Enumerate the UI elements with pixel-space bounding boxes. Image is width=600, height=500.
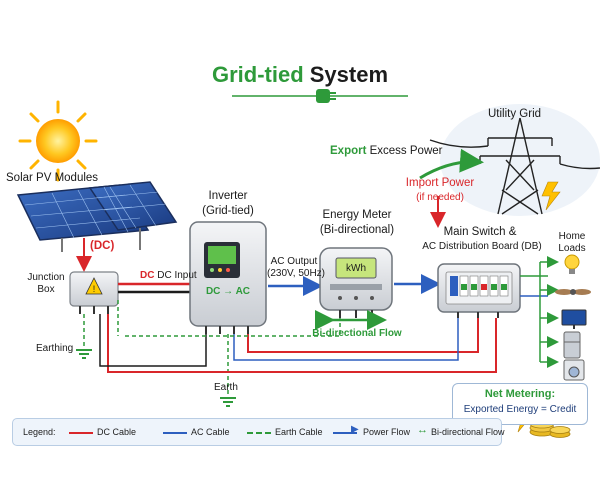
legend: Legend: DC Cable AC Cable Earth Cable ▶ … bbox=[12, 418, 505, 446]
return-cables bbox=[99, 314, 497, 373]
bidirectional-flow-label: Bi-directional Flow bbox=[312, 328, 402, 339]
lightning-icon bbox=[541, 181, 561, 211]
inverter-unit bbox=[189, 221, 267, 334]
earth-label: Earth bbox=[214, 382, 238, 393]
dc-tag-label: (DC) bbox=[90, 240, 115, 252]
energy-meter-unit bbox=[319, 247, 393, 318]
db-sublabel: AC Distribution Board (DB) bbox=[422, 241, 542, 252]
utility-tower-icon bbox=[429, 104, 600, 216]
legend-bidirectional-label: Bi-directional Flow bbox=[431, 427, 505, 437]
dc-cable bbox=[118, 282, 190, 294]
ceiling-fan-icon bbox=[555, 289, 591, 295]
net-metering-title: Net Metering: bbox=[484, 388, 556, 400]
legend-bidirectional-icon: ↔ bbox=[417, 424, 428, 436]
inverter-label: Inverter bbox=[208, 190, 248, 202]
legend-arrow-icon: ▶ bbox=[351, 424, 359, 435]
sun-icon bbox=[18, 100, 98, 182]
legend-dc-swatch bbox=[69, 432, 93, 434]
legend-ac-swatch bbox=[163, 432, 187, 434]
utility-grid-label: Utility Grid bbox=[488, 108, 542, 120]
export-label: Export Excess Power bbox=[330, 145, 443, 157]
energy-meter-sublabel: (Bi-directional) bbox=[319, 224, 395, 236]
legend-dc-label: DC Cable bbox=[97, 427, 137, 437]
plug-icon bbox=[232, 89, 408, 103]
legend-power-flow-label: Power Flow bbox=[363, 427, 411, 437]
legend-earth-label: Earth Cable bbox=[275, 427, 323, 437]
solar-panel-icon bbox=[16, 181, 178, 252]
home-loads-label: Home bbox=[558, 231, 586, 242]
inverter-conversion: DC → AC bbox=[205, 286, 251, 297]
load-feed-lines bbox=[520, 256, 559, 368]
legend-earth-swatch bbox=[247, 432, 271, 434]
export-arrow bbox=[419, 148, 484, 180]
junction-box-label: Junction Box bbox=[27, 272, 65, 295]
light-bulb-icon bbox=[564, 254, 580, 274]
dc-input-label: DC DC Input bbox=[140, 270, 197, 281]
tv-icon bbox=[561, 309, 587, 329]
page-title: Grid-tied System bbox=[0, 62, 600, 88]
inverter-sublabel: (Grid-tied) bbox=[202, 205, 254, 217]
washing-machine-icon bbox=[563, 359, 585, 381]
solar-label: Solar PV Modules bbox=[6, 172, 99, 184]
refrigerator-icon bbox=[563, 331, 581, 359]
title-suffix: System bbox=[303, 62, 389, 87]
meter-display: kWh bbox=[346, 263, 366, 274]
earth-symbol-icon bbox=[76, 349, 92, 359]
import-sublabel: (if needed) bbox=[416, 192, 464, 203]
title-prefix: Grid-tied bbox=[211, 62, 304, 87]
earthing-cable bbox=[83, 300, 119, 350]
inverter-earth-symbol-icon bbox=[220, 397, 236, 407]
legend-ac-label: AC Cable bbox=[191, 427, 230, 437]
energy-meter-label: Energy Meter bbox=[322, 209, 392, 221]
ac-output-label: AC Output bbox=[270, 256, 318, 267]
distribution-board-unit bbox=[437, 263, 521, 318]
legend-power-flow-swatch bbox=[333, 432, 357, 434]
db-label: Main Switch & bbox=[443, 226, 517, 238]
ac-output-sublabel: (230V, 50Hz) bbox=[267, 268, 325, 279]
home-loads-sublabel: Loads bbox=[558, 243, 586, 254]
junction-box: ! bbox=[69, 271, 119, 314]
net-metering-text: Exported Energy = Credit bbox=[463, 404, 577, 415]
import-label: Import Power bbox=[405, 177, 475, 189]
svg-text:!: ! bbox=[93, 284, 96, 294]
earthing-label: Earthing bbox=[36, 343, 74, 354]
legend-title: Legend: bbox=[23, 427, 56, 437]
